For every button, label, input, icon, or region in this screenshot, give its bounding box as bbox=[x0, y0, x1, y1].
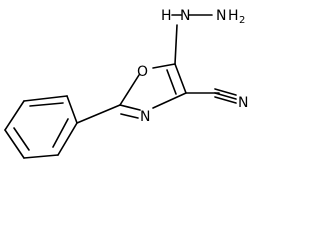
structure-drawing: H N N H 2 O N N bbox=[4, 8, 248, 159]
phenyl-bond bbox=[4, 129, 25, 159]
phenyl-bond bbox=[66, 95, 78, 124]
phenyl-bond bbox=[4, 100, 25, 131]
atom-label-subscript: 2 bbox=[239, 15, 245, 26]
oxazole-inner-bond bbox=[120, 113, 139, 119]
oxazole-bond bbox=[174, 63, 187, 94]
nitrile-triple-bond bbox=[214, 96, 237, 104]
phenyl-inner-bond bbox=[52, 118, 69, 148]
phenyl-inner-bond bbox=[29, 102, 64, 107]
atom-label-n: N bbox=[140, 109, 150, 125]
molecule-structure-diagram: H N N H 2 O N N bbox=[4, 8, 248, 159]
oxazole-inner-bond bbox=[166, 69, 177, 95]
phenyl-inner-bond bbox=[13, 127, 30, 151]
phenyl-bond bbox=[57, 122, 78, 156]
atom-label-h: H bbox=[161, 8, 172, 24]
phenyl-bond bbox=[23, 154, 59, 159]
atom-label-h: H bbox=[228, 8, 239, 24]
atom-label-n: N bbox=[180, 8, 190, 24]
nitrile-group bbox=[185, 88, 237, 104]
oxazole-ring bbox=[119, 63, 187, 119]
nitrile-triple-bond bbox=[214, 88, 237, 96]
oxazole-bond bbox=[119, 104, 141, 111]
oxazole-bond bbox=[152, 63, 176, 69]
phenyl-oxazole-bond bbox=[76, 104, 121, 124]
atom-label-n: N bbox=[238, 95, 248, 111]
nitrile-triple-bond bbox=[214, 92, 237, 100]
atom-label-n: N bbox=[216, 8, 226, 24]
hydrazine-bond bbox=[174, 24, 178, 65]
phenyl-ring bbox=[4, 95, 78, 159]
atom-label-o: O bbox=[137, 64, 148, 80]
oxazole-bond bbox=[119, 74, 140, 106]
phenyl-bond bbox=[23, 95, 68, 102]
oxazole-bond bbox=[152, 92, 187, 109]
